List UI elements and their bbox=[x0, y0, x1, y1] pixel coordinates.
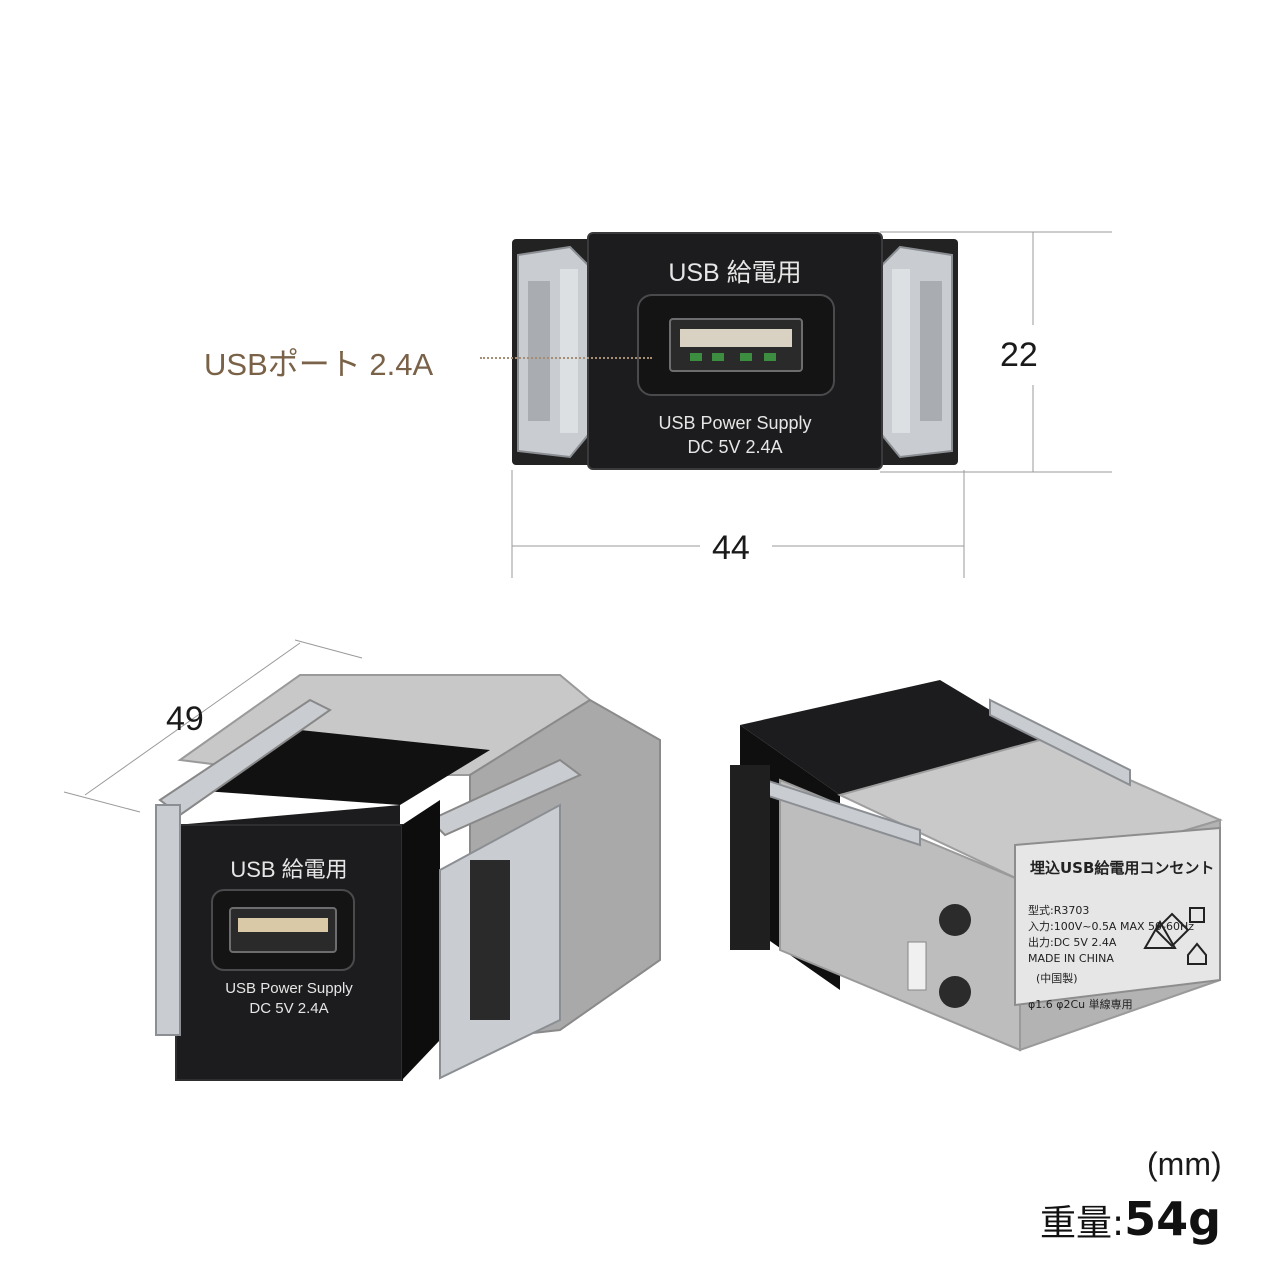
device-label-title: 埋込USB給電用コンセント bbox=[1030, 859, 1215, 877]
front-plate-title: USB 給電用 bbox=[668, 259, 802, 287]
front-plate-line1: USB Power Supply bbox=[658, 413, 812, 433]
height-dimension-label: 22 bbox=[1000, 336, 1038, 374]
device-label-line-model: 型式:R3703 bbox=[1028, 904, 1090, 917]
right-perspective-illustration bbox=[730, 680, 1223, 1052]
front-view: USB 給電用 USB Power Supply DC 5V 2.4A bbox=[500, 225, 970, 480]
units-label: (mm) bbox=[1147, 1146, 1222, 1182]
usb-port-callout: USBポート 2.4A bbox=[204, 347, 434, 382]
front-view-illustration bbox=[512, 232, 958, 470]
front-plate-line2: DC 5V 2.4A bbox=[687, 437, 783, 457]
left-plate-line1: USB Power Supply bbox=[225, 980, 353, 997]
callout-leader-line bbox=[480, 357, 652, 359]
device-label-line-origin-jp: (中国製) bbox=[1036, 972, 1078, 985]
width-dimension-label: 44 bbox=[712, 529, 750, 567]
device-label-line-output: 出力:DC 5V 2.4A bbox=[1028, 936, 1117, 949]
weight-label: 重量: bbox=[1040, 1203, 1125, 1244]
left-plate-title: USB 給電用 bbox=[230, 857, 348, 882]
weight-row: 重量:54g bbox=[1040, 1192, 1221, 1246]
front-dimension-lines bbox=[511, 231, 1112, 578]
device-label-line-wire: φ1.6 φ2Cu 単線専用 bbox=[1028, 998, 1133, 1011]
weight-value: 54g bbox=[1124, 1192, 1222, 1246]
left-plate-line2: DC 5V 2.4A bbox=[249, 1000, 329, 1017]
depth-dimension-label: 49 bbox=[166, 700, 204, 738]
device-label-line-input: 入力:100V~0.5A MAX 50-60Hz bbox=[1028, 920, 1195, 933]
device-label-line-origin: MADE IN CHINA bbox=[1028, 952, 1114, 965]
left-perspective-illustration bbox=[63, 639, 661, 1081]
